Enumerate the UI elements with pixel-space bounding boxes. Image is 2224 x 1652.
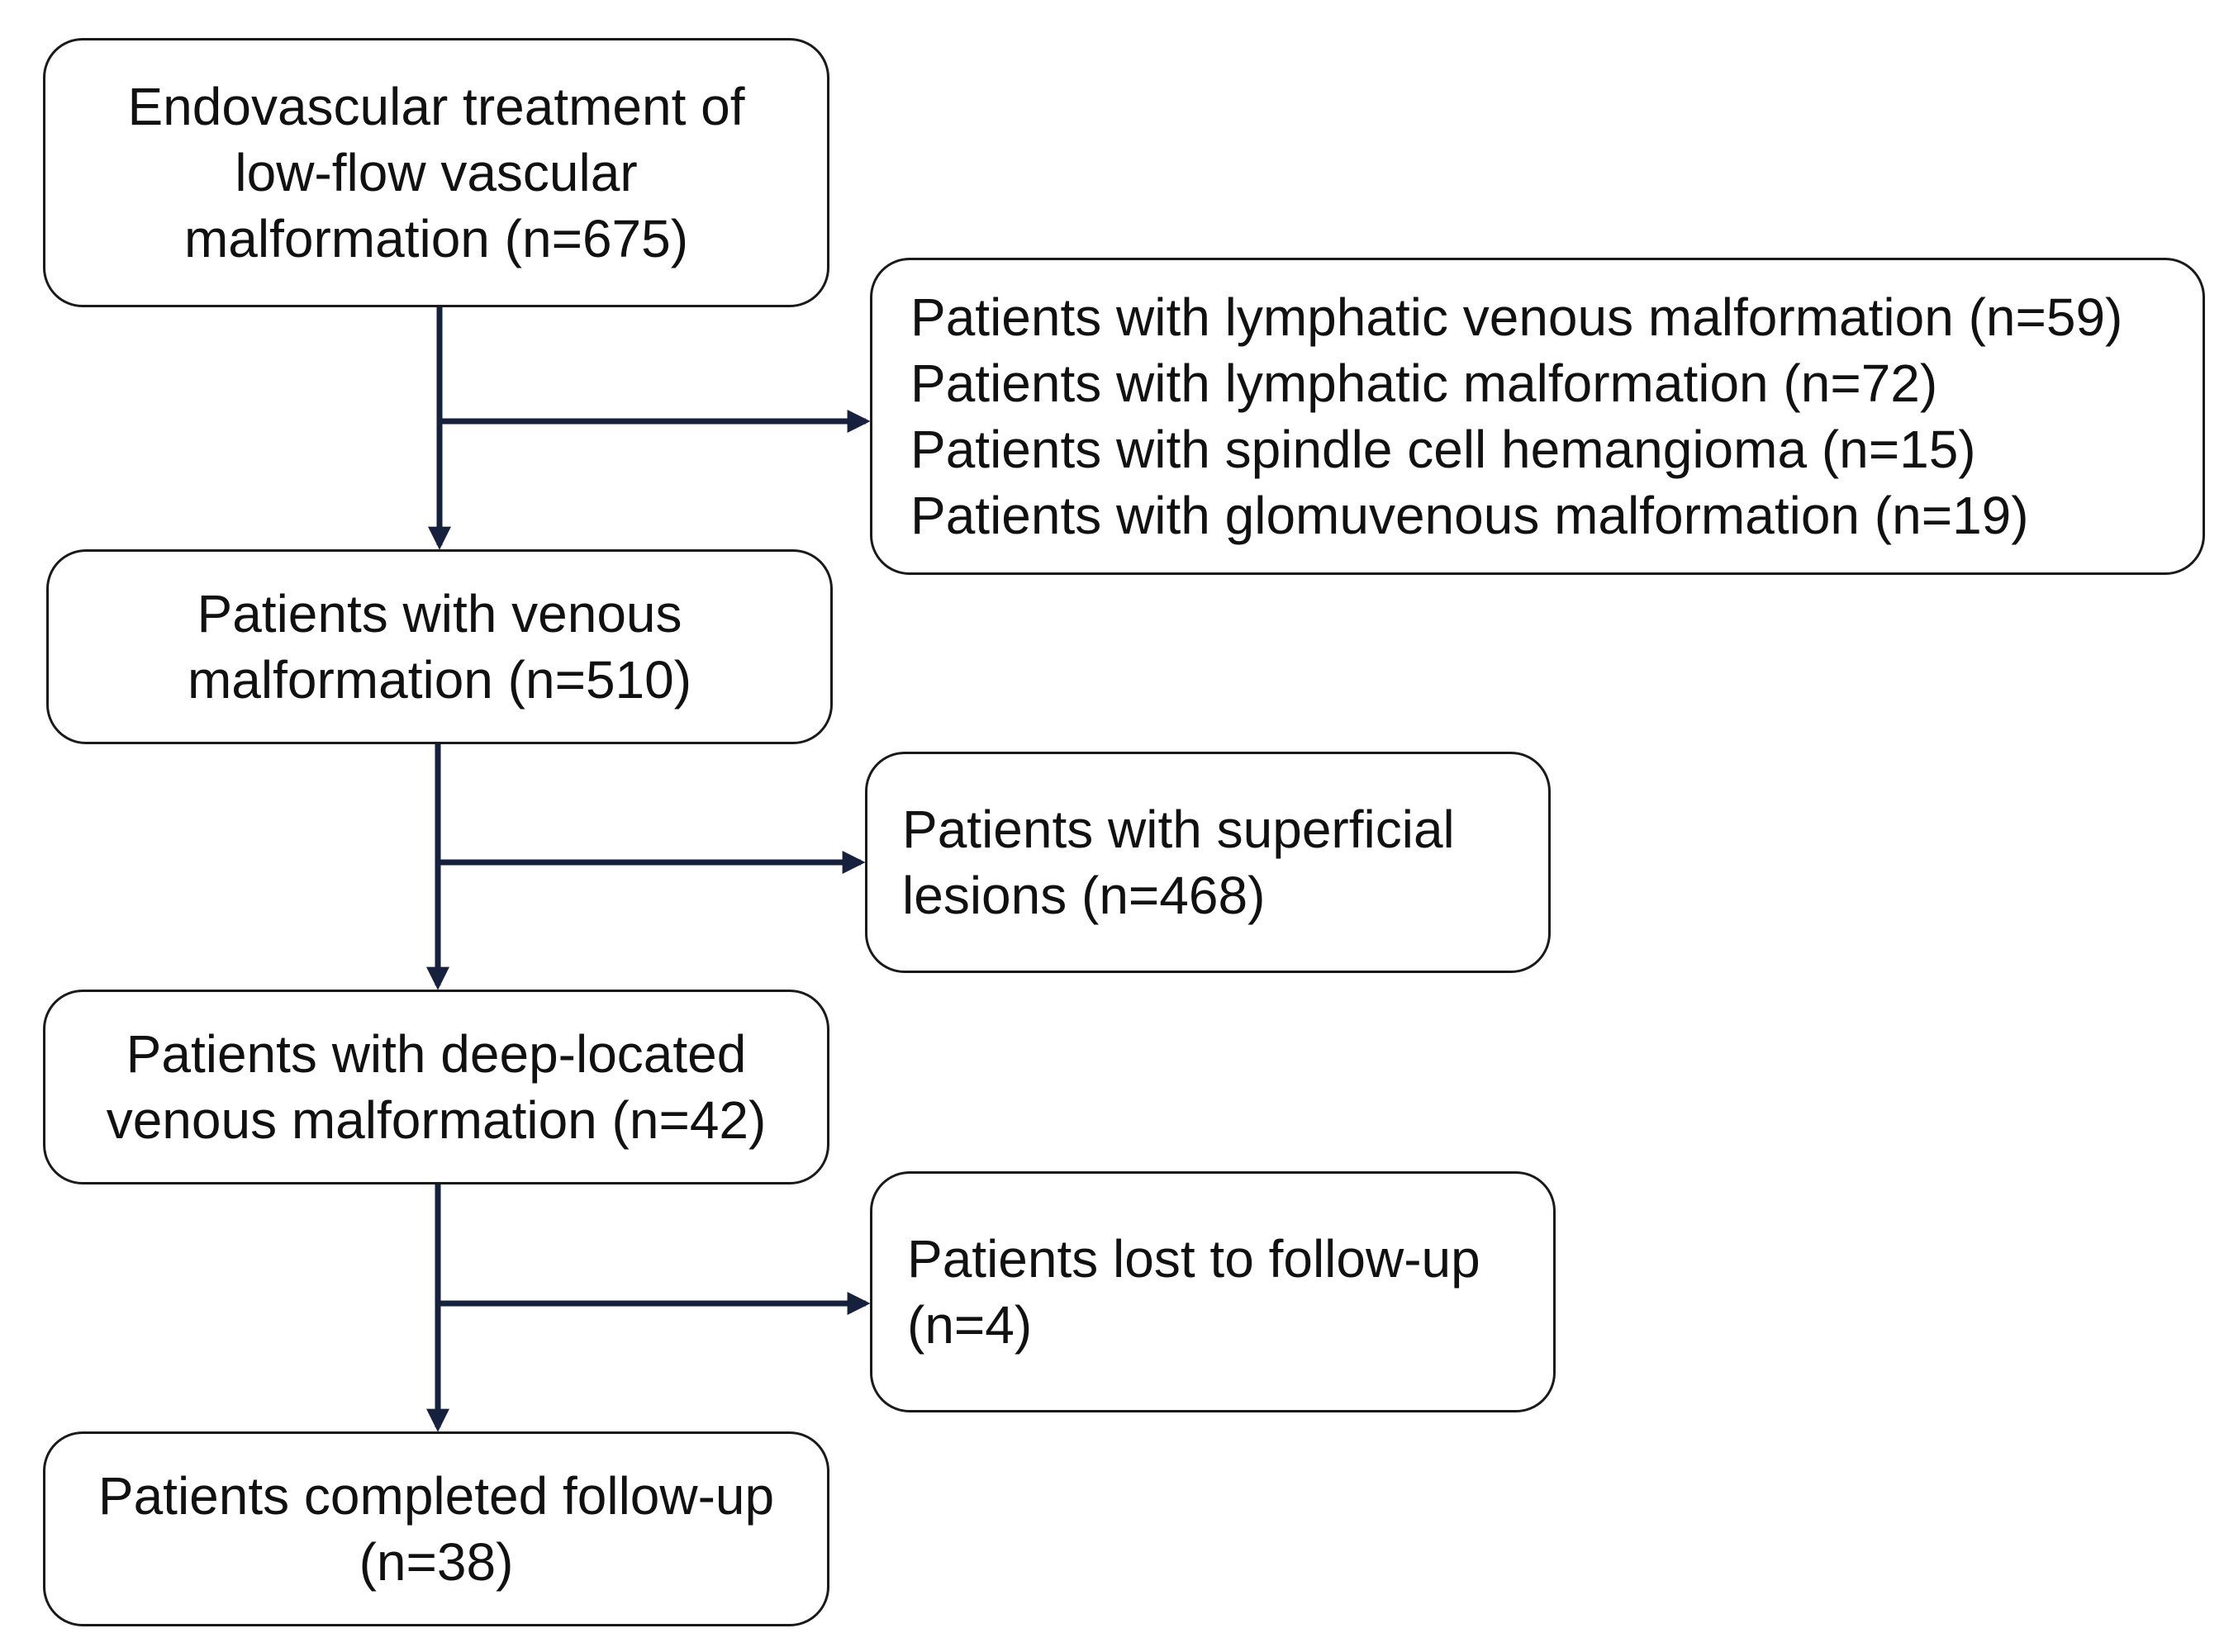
- box-text-line: Patients completed follow-up: [97, 1466, 775, 1526]
- box-completed-follow-up: Patients completed follow-up (n=38): [43, 1431, 829, 1626]
- box-text-line: low-flow vascular: [235, 143, 638, 202]
- box-text-line: (n=4): [907, 1295, 1033, 1355]
- box-text-line: Patients with lymphatic venous malformat…: [910, 287, 2123, 347]
- box-venous-malformation: Patients with venous malformation (n=510…: [46, 549, 833, 744]
- box-lost-to-follow-up: Patients lost to follow-up (n=4): [870, 1171, 1556, 1412]
- box-text-line: venous malformation (n=42): [106, 1090, 767, 1150]
- box-text-line: Patients with venous: [197, 584, 682, 643]
- box-text-line: Patients with superficial: [902, 800, 1455, 859]
- box-text-line: Patients with glomuvenous malformation (…: [910, 486, 2029, 545]
- box-text-line: malformation (n=675): [183, 209, 689, 268]
- box-text-line: Patients lost to follow-up: [907, 1229, 1480, 1289]
- box-text-line: Patients with deep-located: [126, 1024, 747, 1084]
- box-excluded-malformation-types: Patients with lymphatic venous malformat…: [870, 258, 2205, 575]
- box-deep-located-venous-malformation: Patients with deep-located venous malfor…: [43, 990, 829, 1184]
- box-text-line: (n=38): [359, 1532, 514, 1592]
- box-low-flow-vascular-malformation: Endovascular treatment of low-flow vascu…: [43, 38, 829, 307]
- box-text-line: malformation (n=510): [187, 650, 692, 710]
- box-text-line: Patients with spindle cell hemangioma (n…: [910, 420, 1976, 479]
- box-superficial-lesions: Patients with superficial lesions (n=468…: [865, 752, 1551, 973]
- box-text-line: Patients with lymphatic malformation (n=…: [910, 354, 1938, 413]
- box-text-line: Endovascular treatment of: [127, 77, 745, 136]
- box-text-line: lesions (n=468): [902, 866, 1266, 925]
